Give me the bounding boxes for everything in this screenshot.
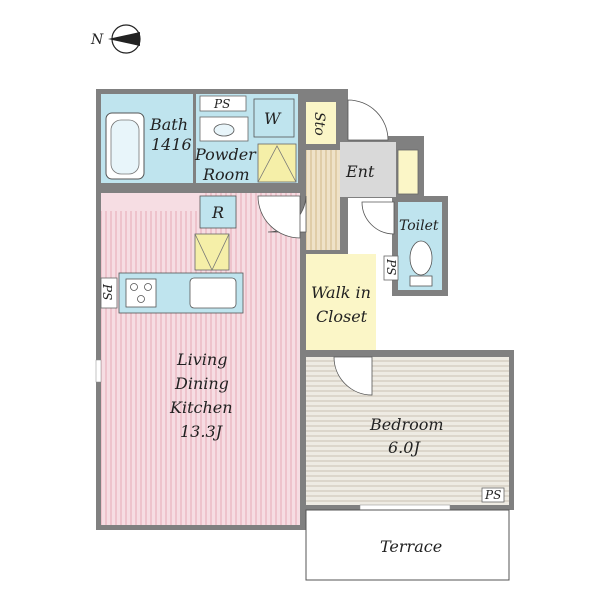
sink-icon — [213, 123, 235, 137]
entrance-door-icon — [347, 99, 389, 141]
ps-kitchen-box — [100, 277, 118, 309]
terrace-label: Terrace — [380, 537, 442, 556]
washer-box — [253, 98, 295, 138]
ps-kitchen-label: PS — [100, 283, 114, 300]
burner-icon-3 — [137, 295, 145, 303]
ldk-counter-strip — [101, 193, 205, 211]
walk-in-closet — [306, 254, 376, 350]
bathtub-inner-icon — [110, 119, 140, 175]
powder-room-label-2: Room — [202, 165, 249, 184]
washer-label: W — [264, 109, 282, 128]
ps-top-label: PS — [213, 97, 230, 111]
window-ldk — [95, 359, 102, 383]
ldk-door-icon — [257, 195, 301, 239]
bath-label: Bath — [149, 115, 188, 134]
pantry-mark — [194, 233, 230, 271]
ps-top-box — [199, 95, 247, 112]
compass-letter: N — [90, 32, 104, 48]
bedroom-label: Bedroom — [369, 415, 444, 434]
bath-size-label: 1416 — [151, 135, 192, 154]
terrace — [305, 509, 510, 581]
ps-bedroom-label: PS — [484, 488, 501, 502]
ps-toilet-label: PS — [384, 258, 398, 275]
powder-cabinet-mark — [257, 145, 297, 183]
bedroom-size-label: 6.0J — [388, 438, 421, 457]
compass-needle — [108, 32, 140, 46]
ldk-label: Living — [176, 350, 227, 369]
entrance-shoe-box — [397, 149, 419, 195]
storage-room — [306, 102, 336, 144]
ldk-size-label: 13.3J — [180, 422, 224, 441]
refrigerator-box — [199, 195, 237, 229]
kitchen-sink-icon — [189, 277, 237, 309]
compass: N — [90, 24, 141, 54]
bedroom-door-icon — [333, 356, 373, 396]
bedroom-floor — [306, 357, 509, 505]
ldk-label-3: Kitchen — [169, 398, 233, 417]
burner-icon-1 — [130, 283, 138, 291]
pantry-box — [194, 233, 230, 271]
ldk-label-2: Dining — [174, 374, 229, 393]
toilet-bowl-icon — [409, 240, 433, 276]
entrance-tile — [340, 142, 396, 197]
toilet-label: Toilet — [399, 218, 439, 234]
entry-hall-door-icon — [361, 201, 395, 235]
walk-in-closet-label: Walk in — [311, 283, 371, 302]
refrigerator-label: R — [211, 203, 224, 222]
powder-cabinet — [257, 143, 297, 183]
entrance-floor — [306, 150, 340, 250]
window-bedroom — [359, 504, 451, 511]
burner-icon-2 — [144, 283, 152, 291]
walk-in-closet-label-2: Closet — [316, 307, 368, 326]
powder-room-label: Powder — [194, 145, 257, 164]
entrance-label: Ent — [345, 162, 375, 181]
ps-toilet-box — [383, 255, 399, 281]
ps-bedroom-box — [481, 487, 505, 503]
storage-label: Sto — [311, 112, 327, 136]
toilet-tank-icon — [409, 275, 433, 287]
